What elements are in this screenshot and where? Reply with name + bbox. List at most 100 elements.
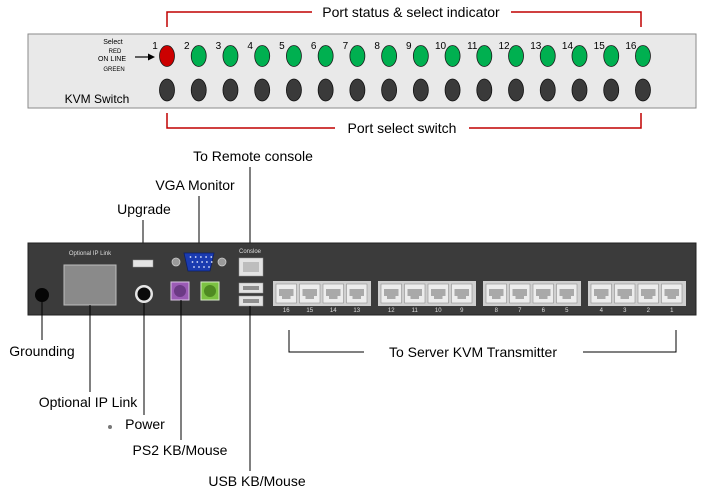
console-rj45-socket — [243, 262, 259, 272]
vga-port-icon — [183, 252, 215, 272]
vga-pin — [189, 256, 192, 258]
rj45-socket-shape — [536, 289, 551, 299]
server-port-number: 13 — [353, 308, 360, 314]
vga-screw-right-icon — [217, 257, 227, 267]
server-port-number: 9 — [460, 308, 464, 314]
rj45-socket-shape — [407, 289, 422, 299]
online-indicator-led — [286, 45, 302, 67]
server-port-number: 6 — [542, 308, 546, 314]
port-number-label: 8 — [374, 41, 380, 52]
port-number-label: 4 — [247, 41, 253, 52]
port-select-button[interactable] — [349, 78, 366, 102]
server-port-number: 5 — [565, 308, 569, 314]
port-select-button[interactable] — [635, 78, 651, 102]
port-select-button[interactable] — [444, 78, 461, 102]
rj45-socket-shape — [454, 289, 469, 299]
rj45-socket-shape — [302, 289, 317, 299]
vga-pin — [208, 266, 210, 268]
server-transmitter-label: To Server KVM Transmitter — [389, 344, 557, 360]
rj45-socket-shape — [641, 289, 656, 299]
online-indicator-led — [635, 45, 651, 67]
online-indicator-led — [603, 45, 620, 67]
ip-link-slot — [63, 264, 117, 306]
port-number-label: 15 — [594, 41, 606, 52]
online-indicator-led — [349, 45, 366, 67]
online-indicator-led — [254, 45, 271, 67]
rj45-socket-shape — [617, 289, 632, 299]
rj45-socket-shape — [512, 289, 527, 299]
server-port-number: 7 — [518, 308, 522, 314]
port-select-button[interactable] — [381, 78, 398, 102]
vga-pin — [206, 261, 208, 263]
grounding-screw-icon — [35, 288, 49, 302]
port-number-label: 11 — [467, 41, 478, 52]
port-select-button[interactable] — [571, 78, 588, 102]
selected-indicator-led — [159, 45, 175, 67]
port-number-label: 13 — [530, 41, 542, 52]
port-select-button[interactable] — [476, 78, 493, 102]
rj45-socket-shape — [594, 289, 609, 299]
vga-pin — [205, 256, 208, 258]
upgrade-label: Upgrade — [117, 201, 171, 217]
rj45-socket-shape — [279, 289, 294, 299]
rj45-socket-shape — [326, 289, 341, 299]
online-indicator-led — [539, 45, 556, 67]
vga-pin — [198, 266, 200, 268]
vga-pins — [189, 256, 213, 268]
upgrade-port-icon — [132, 259, 154, 268]
rj45-socket-shape — [559, 289, 574, 299]
server-callout-line-right — [583, 330, 677, 353]
usb-port-top-slot — [243, 286, 259, 290]
ps2-keyboard-socket — [174, 285, 186, 297]
vga-pin — [194, 256, 197, 258]
port-number-label: 16 — [625, 41, 637, 52]
port-number-label: 6 — [311, 41, 317, 52]
port-select-button[interactable] — [190, 78, 207, 102]
online-indicator-led — [444, 45, 461, 67]
online-indicator-led — [476, 45, 493, 67]
ip-link-panel-label: Optional IP Link — [69, 251, 112, 257]
rj45-socket-shape — [431, 289, 446, 299]
kvm-switch-title: KVM Switch — [65, 92, 130, 106]
port-select-button[interactable] — [286, 78, 302, 102]
status-callout: Port status & select indicator — [166, 4, 642, 27]
ps2-label: PS2 KB/Mouse — [133, 442, 228, 458]
port-number-label: 3 — [216, 41, 222, 52]
port-select-button[interactable] — [222, 78, 239, 102]
online-indicator-led — [508, 45, 524, 67]
port-select-button[interactable] — [508, 78, 524, 102]
port-number-label: 2 — [184, 41, 190, 52]
select-label: Select — [103, 39, 123, 46]
port-select-button[interactable] — [254, 78, 271, 102]
rj45-socket-shape — [349, 289, 364, 299]
online-label: ON LINE — [98, 56, 126, 63]
port-select-button[interactable] — [412, 78, 429, 102]
port-select-button[interactable] — [159, 78, 175, 102]
red-label: RED — [109, 49, 122, 55]
server-port-number: 14 — [330, 308, 337, 314]
vga-pin — [193, 266, 195, 268]
select-switch-callout: Port select switch — [166, 113, 642, 136]
select-callout-label: Port select switch — [348, 120, 457, 136]
server-port-number: 12 — [388, 308, 395, 314]
vga-pin — [196, 261, 199, 263]
port-select-button[interactable] — [539, 78, 556, 102]
server-port-number: 8 — [495, 308, 499, 314]
port-select-button[interactable] — [317, 78, 334, 102]
grounding-label: Grounding — [9, 343, 74, 359]
rj45-socket-shape — [664, 289, 679, 299]
online-indicator-led — [571, 45, 588, 67]
optional-ip-link-label: Optional IP Link — [39, 394, 139, 410]
port-select-button[interactable] — [603, 78, 620, 102]
rj45-socket-shape — [384, 289, 399, 299]
speck-dot — [108, 425, 112, 429]
server-port-number: 4 — [600, 308, 604, 314]
vga-pin — [210, 261, 213, 263]
server-callout-line-left — [288, 330, 364, 353]
status-callout-label: Port status & select indicator — [322, 4, 500, 20]
port-number-label: 10 — [435, 41, 447, 52]
